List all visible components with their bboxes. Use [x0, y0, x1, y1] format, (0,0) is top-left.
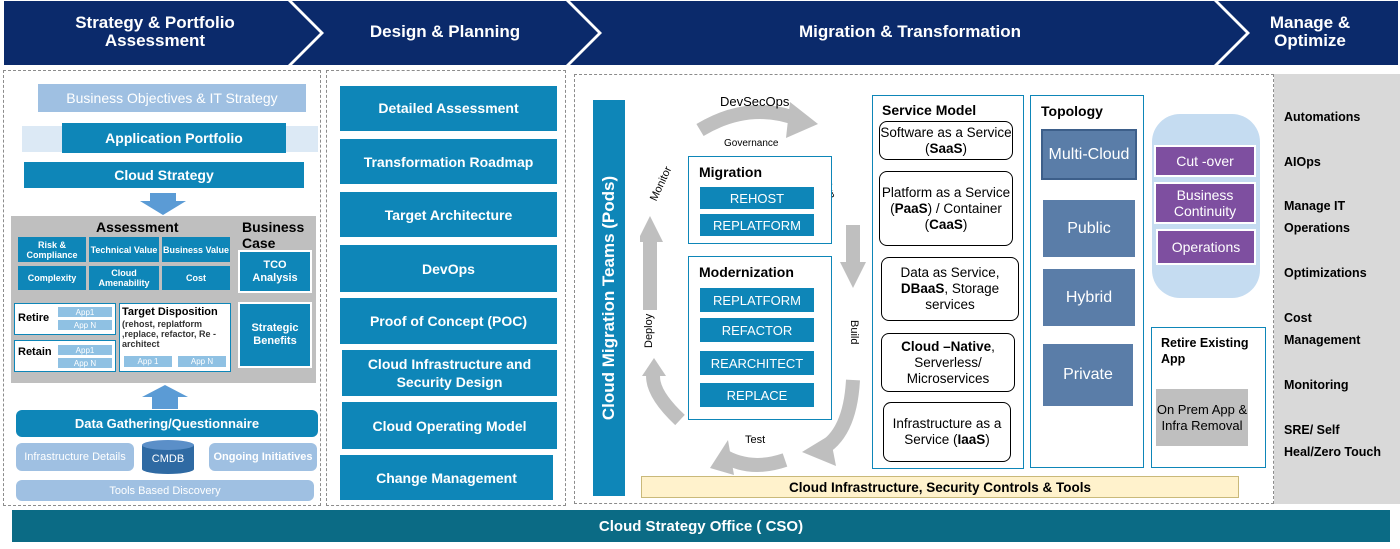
modernization-title: Modernization [699, 264, 794, 280]
strategy-panel [3, 70, 321, 506]
assessment-item: Business Value [162, 237, 230, 262]
design-item: Transformation Roadmap [340, 139, 557, 184]
retire-label: Retire [18, 312, 50, 324]
phase-2-chevron [292, 1, 598, 65]
ongoing-initiatives: Ongoing Initiatives [209, 443, 317, 471]
modernization-item: REPLATFORM [700, 288, 814, 312]
strategic-benefits: Strategic Benefits [238, 302, 312, 368]
manage-item: Automations [1284, 110, 1361, 124]
manage-item: Monitoring [1284, 378, 1349, 392]
pods-bar [593, 100, 625, 496]
service-dbaas: Data as Service, DBaaS, Storage services [881, 257, 1019, 321]
migration-panel [574, 74, 1274, 504]
assessment-item: Risk & Compliance [18, 237, 86, 262]
phase-title-manage: Manage & Optimize [1269, 13, 1351, 50]
manage-item: Cost Management [1284, 311, 1361, 347]
tools-discovery: Tools Based Discovery [16, 480, 314, 501]
business-objectives: Business Objectives & IT Strategy [38, 84, 306, 112]
data-gathering: Data Gathering/Questionnaire [16, 410, 318, 437]
down-arrow-icon [140, 193, 186, 215]
ops-item: Cut -over [1154, 145, 1256, 177]
assessment-title: Assessment [96, 219, 179, 235]
topology-item: Hybrid [1043, 269, 1135, 326]
app-chip: App N [58, 320, 112, 330]
phase-title-migration: Migration & Transformation [799, 22, 1021, 41]
phase-3-chevron [570, 1, 1246, 65]
infra-bar: Cloud Infrastructure, Security Controls … [641, 476, 1239, 498]
cmdb-label: CMDB [151, 453, 185, 465]
phase-1-chevron [4, 1, 320, 65]
assessment-item: Cost [162, 266, 230, 290]
design-item: DevOps [340, 245, 557, 292]
cycle-deploy: Deploy [643, 313, 655, 348]
service-iaas: Infrastructure as a Service (IaaS) [883, 402, 1011, 462]
phase-title-strategy: Strategy & Portfolio Assessment [75, 13, 235, 50]
service-cloud-native: Cloud –Native, Serverless/ Microservices [881, 333, 1015, 392]
topology-title: Topology [1041, 103, 1103, 119]
service-model-title: Service Model [882, 102, 977, 118]
cycle-test: Test [745, 434, 766, 446]
manage-item: SRE/ Self Heal/Zero Touch [1284, 423, 1382, 459]
design-item: Detailed Assessment [340, 86, 557, 131]
modernization-item: REFACTOR [700, 318, 814, 342]
service-model-box [872, 95, 1024, 469]
phase-chevrons [4, 1, 1398, 65]
assessment-item: Technical Value [89, 237, 159, 262]
modernization-item: REARCHITECT [700, 351, 814, 375]
design-item: Cloud Operating Model [342, 402, 557, 449]
modernization-item: REPLACE [700, 383, 814, 407]
assessment-item: Cloud Amenability [89, 266, 159, 290]
topology-box [1030, 95, 1144, 468]
cloud-strategy: Cloud Strategy [24, 162, 304, 188]
target-title: Target Disposition [122, 306, 218, 318]
migration-title: Migration [699, 164, 762, 180]
app-chip: App1 [58, 307, 112, 317]
app-chip: App N [178, 356, 226, 367]
cmdb-icon [142, 440, 194, 474]
manage-panel [1274, 74, 1400, 504]
up-arrow-icon [142, 385, 188, 409]
migration-item: REPLATFORM [700, 214, 814, 236]
design-item: Proof of Concept (POC) [340, 298, 557, 344]
retire-existing-removal: On Prem App & Infra Removal [1156, 389, 1248, 446]
manage-item: Optimizations [1284, 266, 1367, 280]
design-item: Target Architecture [340, 192, 557, 237]
app-chip: App 1 [124, 356, 172, 367]
service-paas: Platform as a Service (PaaS) / Container… [879, 171, 1013, 246]
topology-item: Public [1043, 200, 1135, 257]
design-item: Cloud Infrastructure and Security Design [342, 350, 557, 396]
service-saas: Software as a Service (SaaS) [879, 121, 1013, 160]
migration-item: REHOST [700, 187, 814, 209]
business-case-title: Business Case [242, 219, 305, 251]
footer-cso: Cloud Strategy Office ( CSO) [12, 510, 1390, 542]
ops-item: Business Continuity [1154, 182, 1256, 224]
design-panel [326, 70, 566, 506]
pods-label: Cloud Migration Teams (Pods) [599, 175, 618, 421]
phase-4-chevron [1218, 1, 1398, 65]
retire-existing-box [1151, 327, 1266, 468]
topology-item: Private [1043, 344, 1133, 406]
retain-label: Retain [18, 346, 52, 358]
infrastructure-details: Infrastructure Details [16, 443, 134, 471]
ops-item: Operations [1156, 229, 1256, 265]
manage-item: Manage IT Operations [1284, 199, 1350, 235]
governance-label: Governance [724, 138, 779, 149]
topology-item: Multi-Cloud [1041, 129, 1137, 180]
assessment-item: Complexity [18, 266, 86, 290]
retire-existing-title: Retire Existing App [1161, 336, 1249, 366]
target-text: (rehost, replatform ,replace, refactor, … [122, 319, 217, 349]
devsecops-label: DevSecOps [720, 94, 790, 109]
tco-analysis: TCO Analysis [238, 250, 312, 293]
app-chip: App1 [58, 345, 112, 355]
phase-title-design: Design & Planning [369, 22, 521, 41]
manage-item: AIOps [1284, 155, 1321, 169]
design-item: Change Management [340, 455, 553, 500]
app-chip: App N [58, 358, 112, 368]
cycle-build: Build [848, 320, 860, 345]
devsecops-cycle [640, 102, 866, 475]
application-portfolio: Application Portfolio [62, 123, 286, 153]
